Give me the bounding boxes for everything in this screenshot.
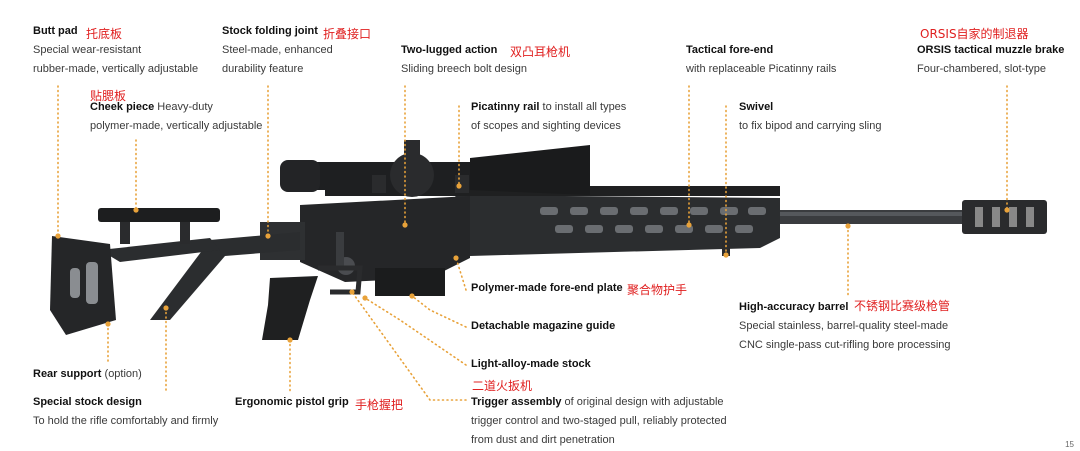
scope-turret-top (404, 140, 420, 160)
stock-joint-cn: 折叠接口 (323, 27, 372, 41)
callout-stock-folding-joint: Stock folding joint Steel-made, enhanced… (222, 22, 333, 79)
callout-two-lugged-action: Two-lugged action Sliding breech bolt de… (401, 41, 527, 79)
callout-trigger: Trigger assembly of original design with… (471, 393, 727, 450)
stock-joint-title: Stock folding joint (222, 25, 318, 37)
muzzle-slot (1009, 207, 1017, 227)
callout-tactical-fore-end: Tactical fore-end with replaceable Picat… (686, 41, 836, 79)
butt-stock (50, 236, 116, 335)
trigger-guard (318, 265, 363, 295)
barrel-line1: Special stainless, barrel-quality steel-… (739, 320, 949, 332)
scope-eyepiece (280, 160, 320, 192)
trigger-cn: 二道火扳机 (472, 379, 533, 393)
stock-joint-line1: Steel-made, enhanced (222, 44, 333, 56)
magazine (375, 268, 445, 296)
leader-trigger (351, 291, 467, 401)
stock-joint-line2: durability feature (222, 63, 304, 75)
trigger-title-rest: of original design with adjustable (561, 396, 724, 408)
scope-mount (372, 175, 386, 193)
callout-muzzle-brake: ORSIS tactical muzzle brake Four-chamber… (917, 41, 1064, 79)
pistol-grip (262, 276, 318, 340)
callout-stock-design: Special stock design To hold the rifle c… (33, 393, 218, 431)
cheek-post (120, 222, 130, 244)
muzzle-brake-line1: Four-chambered, slot-type (917, 63, 1046, 75)
scope-objective (470, 145, 590, 195)
trigger-line3: from dust and dirt penetration (471, 434, 615, 446)
callout-magazine-guide: Detachable magazine guide (471, 317, 615, 336)
muzzle-brake (962, 200, 1047, 234)
callout-cheek-piece: Cheek piece Heavy-duty polymer-made, ver… (90, 98, 262, 136)
scope-mount (455, 175, 469, 193)
action-line1: Sliding breech bolt design (401, 63, 527, 75)
swivel-line1: to fix bipod and carrying sling (739, 120, 882, 132)
picatinny-title: Picatinny rail (471, 101, 540, 113)
butt-pad-line2: rubber-made, vertically adjustable (33, 63, 199, 75)
leader-fore-end-plate (455, 257, 467, 291)
pistol-grip-title: Ergonomic pistol grip (235, 396, 349, 408)
cheek-piece-title: Cheek piece (90, 101, 155, 113)
butt-window (70, 268, 80, 298)
barrel-cn: 不锈钢比赛级枪管 (854, 299, 951, 313)
butt-window (86, 262, 98, 304)
action-cn: 双凸耳枪机 (510, 45, 571, 59)
fore-end-slots (540, 207, 766, 233)
callout-picatinny-rail: Picatinny rail to install all types of s… (471, 98, 626, 136)
muzzle-slot (992, 207, 1000, 227)
cheek-piece-title-rest: Heavy-duty (154, 101, 213, 113)
rifle (50, 140, 1047, 340)
alloy-stock-title: Light-alloy-made stock (471, 358, 591, 370)
stock-frame (150, 232, 300, 320)
swivel-title: Swivel (739, 101, 774, 113)
butt-pad-title: Butt pad (33, 25, 78, 37)
callout-rear-support: Rear support (option) (33, 365, 142, 384)
fore-end-plate-title: Polymer-made fore-end plate (471, 282, 623, 294)
muzzle-brake-title: ORSIS tactical muzzle brake (917, 44, 1065, 56)
callout-fore-end-plate: Polymer-made fore-end plate (471, 279, 623, 298)
callout-barrel: High-accuracy barrel Special stainless, … (739, 298, 951, 355)
cheek-piece (98, 208, 220, 222)
callout-butt-pad: Butt pad Special wear-resistant rubber-m… (33, 22, 198, 79)
scope-turret (390, 153, 434, 197)
callout-swivel: Swivel to fix bipod and carrying sling (739, 98, 881, 136)
leader-magazine (411, 295, 467, 328)
leader-alloy-stock (364, 297, 467, 366)
trigger-line2: trigger control and two-staged pull, rel… (471, 415, 727, 427)
page-number: 15 (1065, 440, 1074, 449)
fore-end-line1: with replaceable Picatinny rails (686, 63, 837, 75)
magazine-guide-title: Detachable magazine guide (471, 320, 616, 332)
muzzle-slot (975, 207, 983, 227)
fore-end-plate-cn: 聚合物护手 (627, 283, 688, 297)
butt-pad-line1: Special wear-resistant (33, 44, 142, 56)
cheek-piece-line2: polymer-made, vertically adjustable (90, 120, 263, 132)
cheek-post (180, 222, 190, 244)
picatinny-title-rest: to install all types (539, 101, 627, 113)
cheek-piece-cn: 贴腮板 (90, 89, 127, 103)
picatinny-line2: of scopes and sighting devices (471, 120, 621, 132)
barrel-highlight (720, 212, 990, 216)
barrel-line2: CNC single-pass cut-rifling bore process… (739, 339, 951, 351)
callout-pistol-grip: Ergonomic pistol grip (235, 393, 349, 412)
fore-end-title: Tactical fore-end (686, 44, 774, 56)
bolt-handle (336, 232, 344, 266)
butt-pad-cn: 托底板 (86, 27, 123, 41)
leader-lines (57, 85, 1008, 401)
trigger-title: Trigger assembly (471, 396, 562, 408)
muzzle-brake-cn: ORSIS自家的制退器 (920, 27, 1029, 41)
pistol-grip-cn: 手枪握把 (355, 398, 404, 412)
stock-design-line1: To hold the rifle comfortably and firmly (33, 415, 219, 427)
stock-design-title: Special stock design (33, 396, 142, 408)
barrel-title: High-accuracy barrel (739, 301, 849, 313)
rear-support-title-rest: (option) (101, 368, 142, 380)
leader-end-dots (55, 183, 1010, 343)
rear-support-title: Rear support (33, 368, 102, 380)
action-title: Two-lugged action (401, 44, 498, 56)
callout-alloy-stock: Light-alloy-made stock (471, 355, 591, 374)
muzzle-slot (1026, 207, 1034, 227)
